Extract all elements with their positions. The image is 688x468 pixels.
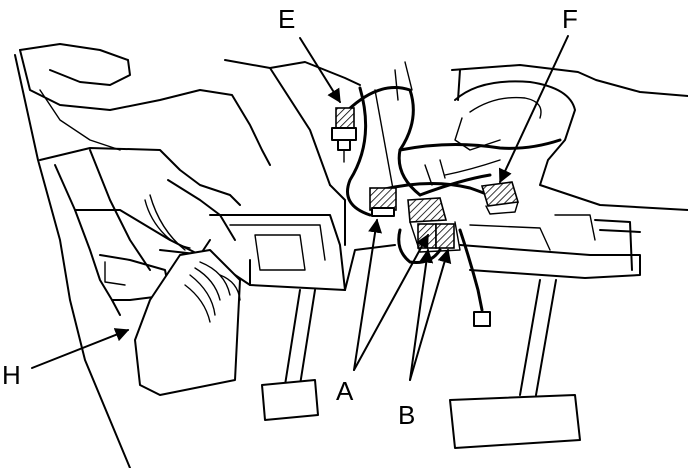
label-e: E <box>278 4 295 34</box>
dashboard-outline <box>19 43 688 211</box>
wiring-harness <box>346 61 562 312</box>
connectors-b <box>409 221 461 253</box>
control-unit-h <box>134 194 241 396</box>
accelerator-pedal-right <box>449 279 581 449</box>
ground-terminal <box>473 311 491 327</box>
left-lower-panel <box>14 54 346 468</box>
leader-lines <box>31 35 569 381</box>
label-a: A <box>336 376 354 406</box>
label-f: F <box>562 4 578 34</box>
switch-e <box>331 107 357 163</box>
label-b: B <box>398 400 415 430</box>
center-bracket <box>209 184 396 291</box>
label-h: H <box>2 360 21 390</box>
right-cross-bar <box>459 214 641 279</box>
brake-pedal-left <box>261 289 319 421</box>
connectors-a <box>369 187 448 223</box>
connector-f <box>480 181 520 215</box>
